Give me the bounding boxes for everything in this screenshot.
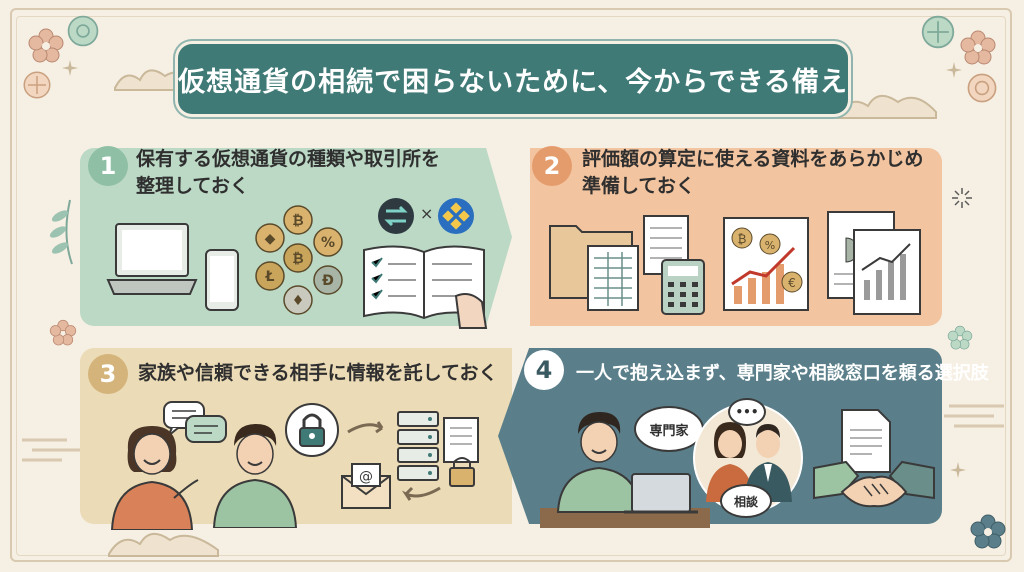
pattern-circle-icon [921,15,955,49]
svg-text:♦: ♦ [292,293,305,309]
svg-text:Ł: Ł [265,269,275,285]
pattern-circle-icon [23,71,51,99]
plum-flower-icon [970,514,1006,549]
exchange-logo-icon [438,198,474,234]
sparkle-icon [950,462,966,478]
svg-text:@: @ [359,469,373,485]
cross-icon: × [420,204,434,223]
checklist-notebook-icon [363,245,488,329]
inner-frame [16,16,1006,556]
smartphone-icon [205,249,239,311]
plum-flower-icon [947,325,973,350]
sparkle-icon [952,188,972,208]
svg-text:Ð: Ð [322,273,334,289]
svg-text:€: € [788,276,796,290]
woman-person-icon [110,426,199,530]
outer-frame [10,8,1012,562]
svg-text:%: % [765,239,775,252]
consultation-circle-icon [693,403,803,513]
arrow-right-icon [347,421,384,434]
sparkle-icon [62,60,78,76]
page-title: 仮想通貨の相続で困らないために、今からできる備え [178,66,848,98]
step-1-label: 保有する仮想通貨の種類や取引所を 整理しておく [136,148,441,197]
step-3-number: 3 [88,354,128,394]
title-banner: 仮想通貨の相続で困らないために、今からできる備え [178,44,848,114]
desk-person-laptop-icon [540,412,710,528]
crypto-coins-icon: ₿ ◆% ₿ Ł Ð ♦ [255,205,343,315]
leaf-branch-icon [49,199,73,265]
svg-text:◆: ◆ [265,231,276,247]
laptop-icon [106,223,198,295]
report-documents-icon [827,211,921,315]
plum-flower-icon [67,15,99,47]
wave-lines-icon [22,438,82,462]
man-person-icon [212,424,298,528]
svg-text:₿: ₿ [292,251,303,267]
plum-flower-icon [49,319,77,346]
value-chart-document-icon: ₿ % € [723,217,809,311]
step-3-label: 家族や信頼できる相手に情報を託しておく [138,362,498,384]
contract-document-icon [841,409,891,473]
svg-text:₿: ₿ [292,213,303,229]
step-4-label: 一人で抱え込まず、専門家や相談窓口を頼る選択肢 [576,363,989,384]
consult-dots-bubble: ••• [728,398,766,426]
expert-speech-bubble: 専門家 [634,406,704,452]
plum-flower-icon [960,30,996,65]
handshake-icon [813,460,935,508]
svg-text:₿: ₿ [738,232,747,246]
consult-speech-bubble: 相談 [720,484,772,518]
pattern-circle-icon [967,73,997,103]
step-2-label: 評価額の算定に使える資料をあらかじめ 準備しておく [582,148,924,197]
arrow-left-icon [401,486,441,501]
step-4-number: 4 [524,350,564,390]
chat-bubbles-icon [163,401,227,443]
exchange-arrows-icon [378,198,414,234]
folder-documents-icon [549,215,705,315]
step-2-number: 2 [532,146,572,186]
email-envelope-icon: @ [341,463,391,509]
lock-icon [285,403,339,457]
sparkle-icon [946,62,962,78]
cloud-swirl-icon [836,95,937,119]
plum-flower-icon [28,28,64,63]
cloud-swirl-icon [108,533,219,557]
wave-lines-icon [944,404,1004,428]
svg-text:%: % [321,235,335,251]
step-1-number: 1 [88,146,128,186]
server-database-icon [397,411,479,487]
